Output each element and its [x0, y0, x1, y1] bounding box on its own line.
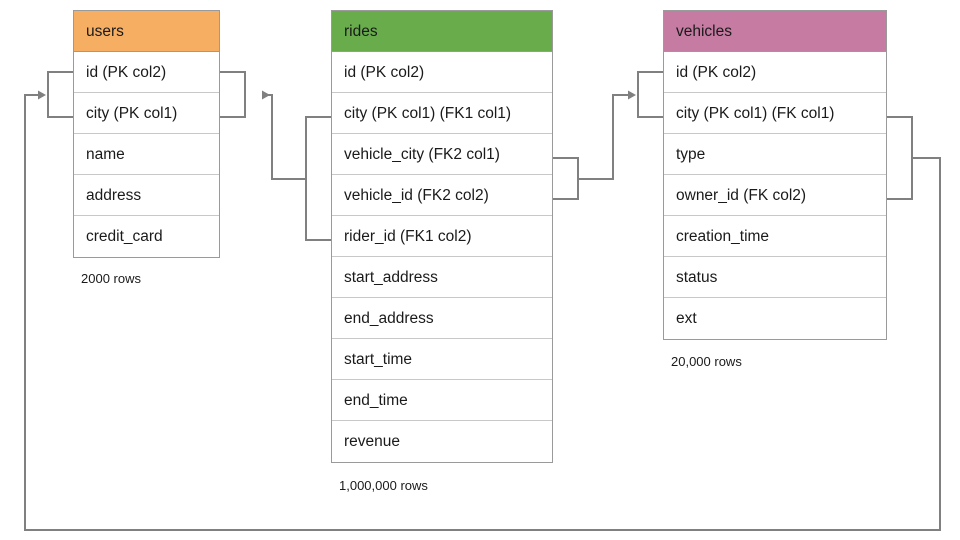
- table-users-column-name[interactable]: name: [74, 134, 219, 175]
- table-users-column-credit-card[interactable]: credit_card: [86, 228, 163, 245]
- table-vehicles-column-id[interactable]: id (PK col2): [664, 52, 886, 93]
- table-rides-column-start-address[interactable]: start_address: [332, 257, 552, 298]
- table-rides-column-id[interactable]: id (PK col2): [332, 52, 552, 93]
- table-rides-column-end-time[interactable]: end_time: [332, 380, 552, 421]
- table-users[interactable]: users id (PK col2) city (PK col1) name a…: [73, 10, 220, 258]
- table-rides-column-vehicle-city[interactable]: vehicle_city (FK2 col1): [332, 134, 552, 175]
- table-users-header: users: [74, 11, 219, 52]
- table-users-row-count: 2000 rows: [81, 271, 141, 286]
- connector-bracket-users-right: [220, 71, 246, 118]
- table-vehicles-column-status[interactable]: status: [664, 257, 886, 298]
- table-rides-column-revenue[interactable]: revenue: [344, 433, 401, 450]
- connector-line-rides-to-vehicles: [578, 90, 636, 180]
- table-rides-column-city[interactable]: city (PK col1) (FK1 col1): [332, 93, 552, 134]
- table-vehicles-header: vehicles: [664, 11, 886, 52]
- table-rides-column-start-time[interactable]: start_time: [332, 339, 552, 380]
- table-vehicles-row-count: 20,000 rows: [671, 354, 742, 369]
- connector-bracket-users-left: [47, 71, 73, 118]
- table-vehicles-column-type[interactable]: type: [664, 134, 886, 175]
- table-users-column-id[interactable]: id (PK col2): [74, 52, 219, 93]
- connector-bracket-rides-left: [305, 116, 331, 241]
- table-rides-column-vehicle-id[interactable]: vehicle_id (FK2 col2): [332, 175, 552, 216]
- table-users-column-city[interactable]: city (PK col1): [74, 93, 219, 134]
- table-rides[interactable]: rides id (PK col2) city (PK col1) (FK1 c…: [331, 10, 553, 463]
- table-rides-column-end-address[interactable]: end_address: [332, 298, 552, 339]
- table-vehicles-column-city[interactable]: city (PK col1) (FK col1): [664, 93, 886, 134]
- connector-bracket-vehicles-right: [887, 116, 913, 200]
- table-rides-row-count: 1,000,000 rows: [339, 478, 428, 493]
- connector-line-rides-to-users: [262, 90, 306, 180]
- table-vehicles-column-ext[interactable]: ext: [676, 310, 697, 327]
- table-rides-header: rides: [332, 11, 552, 52]
- connector-bracket-vehicles-left: [637, 71, 663, 118]
- table-rides-column-rider-id[interactable]: rider_id (FK1 col2): [332, 216, 552, 257]
- table-users-column-address[interactable]: address: [74, 175, 219, 216]
- table-vehicles-column-owner-id[interactable]: owner_id (FK col2): [664, 175, 886, 216]
- table-vehicles[interactable]: vehicles id (PK col2) city (PK col1) (FK…: [663, 10, 887, 340]
- connector-bracket-rides-right: [553, 157, 579, 200]
- table-vehicles-column-creation-time[interactable]: creation_time: [664, 216, 886, 257]
